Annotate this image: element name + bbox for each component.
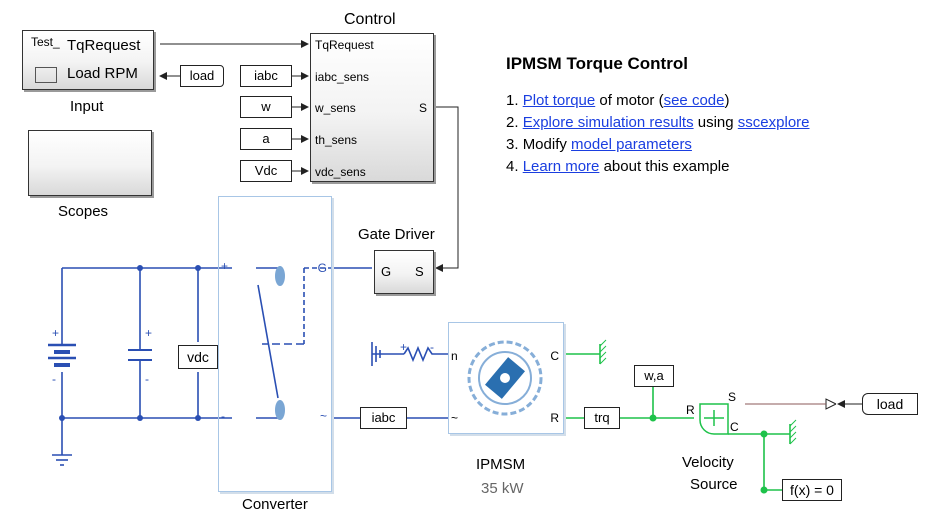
w-from-tag[interactable]: w [240, 96, 292, 118]
item-num: 3. [506, 136, 519, 153]
info-item-4: 4. Learn more about this example [506, 156, 810, 178]
info-item-3: 3. Modify model parameters [506, 134, 810, 156]
item-num: 2. [506, 114, 519, 131]
scopes-block[interactable] [28, 130, 152, 196]
control-label: Control [344, 11, 396, 28]
vs-port-r: R [686, 403, 695, 417]
item-text: ) [724, 92, 730, 109]
converter-plus: + [221, 259, 229, 273]
ipmsm-n: n [451, 349, 458, 363]
velocity-source-label-2: Source [690, 476, 738, 493]
port-tqrequest: TqRequest [315, 38, 374, 52]
velocity-source-icon [699, 403, 729, 435]
load-goto-tag[interactable]: load [180, 65, 224, 87]
electrical-junctions [59, 265, 201, 421]
item-text: Modify [522, 136, 572, 153]
gate-driver-block[interactable]: G S [374, 250, 434, 294]
ipmsm-c: C [550, 349, 559, 363]
gate-driver-g: G [381, 264, 392, 279]
port-th-sens: th_sens [315, 133, 358, 147]
iabc-sensor-tag[interactable]: iabc [360, 407, 407, 429]
mechanical-wires [564, 344, 791, 491]
a-from-tag[interactable]: a [240, 128, 292, 150]
ipmsm-rating: 35 kW [481, 480, 524, 497]
ground-hatch [599, 339, 797, 445]
mechanical-junctions [649, 414, 768, 494]
converter-g: G [317, 261, 327, 275]
resistor-minus: - [430, 340, 434, 354]
trq-tag[interactable]: trq [584, 407, 620, 429]
info-item-1: 1. Plot torque of motor (see code) [506, 90, 810, 112]
item-text: using [693, 114, 738, 131]
vs-port-s: S [728, 390, 737, 404]
electrical-wires [48, 267, 448, 466]
diagram-title: IPMSM Torque Control [506, 54, 688, 73]
input-label: Input [70, 98, 104, 115]
capacitor-minus: - [145, 372, 149, 386]
explore-results-link[interactable]: Explore simulation results [522, 114, 694, 131]
battery-plus: + [52, 326, 60, 340]
ipmsm-tilde: ~ [451, 411, 459, 425]
see-code-link[interactable]: see code [663, 92, 725, 109]
load-rpm-label: Load RPM [67, 65, 138, 82]
iabc-from-tag[interactable]: iabc [240, 65, 292, 87]
capacitor-plus: + [145, 326, 153, 340]
item-num: 1. [506, 92, 519, 109]
battery-minus: - [52, 372, 56, 386]
velocity-source-label-1: Velocity [682, 454, 734, 471]
item-text: of motor ( [595, 92, 664, 109]
vs-port-c: C [730, 420, 739, 434]
sscexplore-link[interactable]: sscexplore [737, 114, 810, 131]
converter-tilde: ~ [319, 409, 327, 423]
tq-request-label: TqRequest [67, 37, 141, 54]
converter-minus: - [221, 409, 225, 423]
test-prefix: Test_ [31, 35, 60, 49]
converter-block[interactable]: + - G ~ [218, 196, 332, 492]
vdc-from-tag[interactable]: Vdc [240, 160, 292, 182]
port-s-out: S [418, 101, 427, 115]
ipmsm-label: IPMSM [476, 456, 526, 473]
signal-lines [159, 40, 862, 410]
resistor-plus: + [400, 340, 408, 354]
gate-driver-s: S [415, 264, 424, 279]
port-iabc-sens: iabc_sens [315, 70, 370, 84]
ipmsm-block[interactable]: n ~ C R [448, 322, 564, 434]
model-parameters-link[interactable]: model parameters [571, 136, 692, 153]
info-links: 1. Plot torque of motor (see code) 2. Ex… [506, 90, 810, 178]
input-block[interactable]: Test_ TqRequest Load RPM [22, 30, 154, 90]
motor-icon [467, 340, 543, 416]
item-text: about this example [599, 158, 730, 175]
fx-solver-config[interactable]: f(x) = 0 [782, 479, 842, 501]
control-block[interactable]: TqRequest iabc_sens w_sens th_sens vdc_s… [310, 33, 434, 182]
signal-builder-icon [35, 67, 57, 83]
converter-label: Converter [242, 496, 308, 513]
item-num: 4. [506, 158, 519, 175]
port-w-sens: w_sens [315, 101, 356, 115]
lower-switch-icon [275, 400, 285, 420]
ipmsm-r: R [550, 411, 559, 425]
wa-tag[interactable]: w,a [634, 365, 674, 387]
load-from-tag[interactable]: load [862, 393, 918, 415]
learn-more-link[interactable]: Learn more [522, 158, 600, 175]
plot-torque-link[interactable]: Plot torque [522, 92, 596, 109]
gate-driver-label: Gate Driver [358, 226, 435, 243]
upper-switch-icon [275, 266, 285, 286]
vdc-sensor-tag[interactable]: vdc [178, 345, 218, 369]
scopes-label: Scopes [58, 203, 109, 220]
info-item-2: 2. Explore simulation results using ssce… [506, 112, 810, 134]
port-vdc-sens: vdc_sens [315, 165, 366, 179]
